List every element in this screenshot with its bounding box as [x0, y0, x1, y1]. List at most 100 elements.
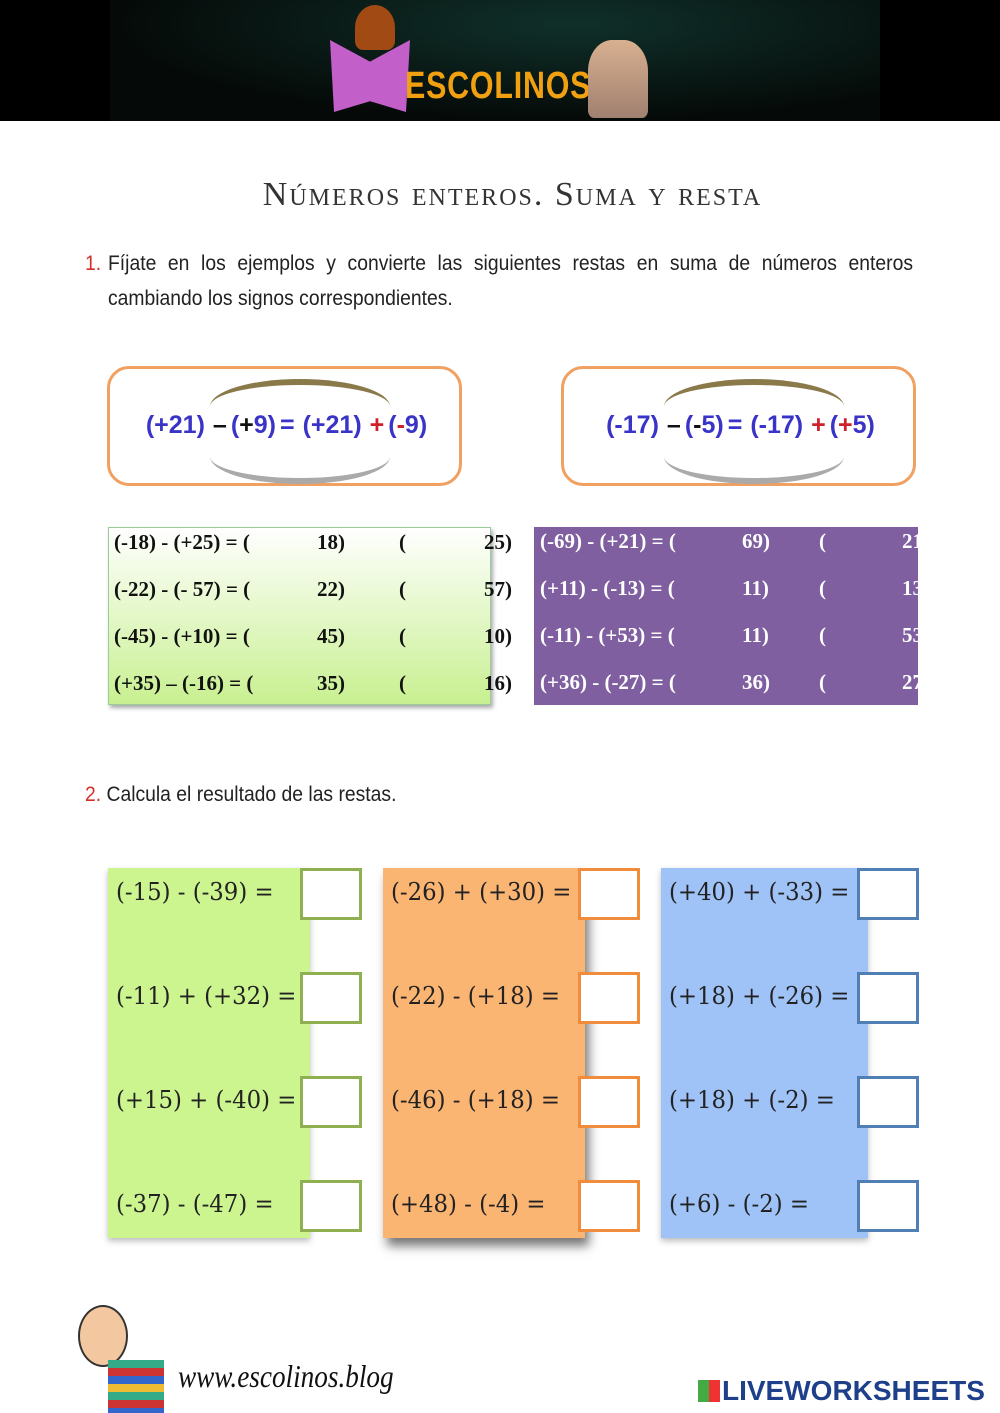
cartoon-man-with-books-image	[78, 1305, 166, 1413]
operator-input[interactable]	[766, 623, 788, 647]
operation-expression: (-26) + (+30) =	[391, 878, 572, 906]
number: 11)	[742, 623, 769, 647]
operation-expression: (+15) + (-40) =	[116, 1086, 297, 1114]
operation-expression: (+6) - (-2) =	[669, 1190, 809, 1218]
sign-input[interactable]	[704, 529, 726, 553]
operator-input[interactable]	[357, 577, 379, 601]
example-a: (-17)	[606, 411, 659, 439]
operation-expression: (-46) - (+18) =	[391, 1086, 560, 1114]
question-2: 2. Calcula el resultado de las restas.	[85, 777, 396, 812]
sign-input[interactable]	[831, 670, 853, 694]
sign-input[interactable]	[411, 624, 433, 648]
operator-input[interactable]	[766, 576, 788, 600]
example-equation: (-17)–(-5)=(-17)+(+5)	[564, 411, 913, 440]
table-row: (-69) - (+21) = (69)(21)	[534, 529, 930, 559]
operator-input[interactable]	[357, 530, 379, 554]
answer-input[interactable]	[857, 1076, 919, 1128]
brand-name: LIVEWORKSHEETS	[722, 1375, 985, 1406]
example-eq: =	[279, 411, 295, 439]
operator-input[interactable]	[766, 529, 788, 553]
sign-input[interactable]	[704, 670, 726, 694]
example-c: (+21)	[302, 411, 362, 439]
answer-input[interactable]	[578, 972, 640, 1024]
subtraction-expression: (-11) - (+53) = (	[540, 623, 675, 647]
example-d-open: (	[829, 411, 839, 439]
number: 22)	[317, 577, 345, 601]
open-paren: (	[399, 530, 406, 554]
answer-input[interactable]	[300, 1180, 362, 1232]
logo-sun-icon	[355, 5, 395, 50]
sign-input[interactable]	[831, 576, 853, 600]
answer-input[interactable]	[857, 868, 919, 920]
example-b-open: (	[684, 411, 694, 439]
curved-arrow-icon	[210, 379, 390, 434]
subtraction-expression: (+35) – (-16) = (	[114, 671, 254, 695]
table-row: (+35) – (-16) = ( 35) (16)	[109, 671, 512, 701]
liveworksheets-icon	[698, 1380, 720, 1402]
exercise-column: (-26) + (+30) =(-22) - (+18) =(-46) - (+…	[383, 868, 585, 1238]
sign-input[interactable]	[831, 529, 853, 553]
open-paren: (	[399, 577, 406, 601]
number: 11)	[742, 576, 769, 600]
sign-input[interactable]	[411, 671, 433, 695]
page-title: Números enteros. Suma y resta	[262, 176, 763, 213]
example-plus: +	[369, 411, 385, 439]
operation-expression: (+48) - (-4) =	[391, 1190, 546, 1218]
example-d-sign: -	[396, 411, 405, 439]
sign-input[interactable]	[704, 576, 726, 600]
sign-input[interactable]	[279, 671, 301, 695]
number: 10)	[484, 624, 512, 648]
curved-arrow-icon	[664, 379, 844, 434]
operation-expression: (+40) + (-33) =	[669, 878, 850, 906]
number: 27)	[902, 670, 930, 694]
header-banner: ESCOLINOS	[0, 0, 1000, 121]
table-row: (-18) - (+25) = (18)(25)	[109, 530, 512, 560]
sign-input[interactable]	[411, 577, 433, 601]
sign-input[interactable]	[279, 577, 301, 601]
subtraction-expression: (-45) - (+10) = (	[114, 624, 250, 648]
blog-url-link[interactable]: www.escolinos.blog	[178, 1358, 394, 1394]
sign-input[interactable]	[279, 530, 301, 554]
example-a: (+21)	[145, 411, 205, 439]
answer-input[interactable]	[300, 868, 362, 920]
number: 25)	[484, 530, 512, 554]
example-d-open: (	[388, 411, 397, 439]
answer-input[interactable]	[578, 1076, 640, 1128]
operation-expression: (+18) + (-26) =	[669, 982, 850, 1010]
sign-input[interactable]	[704, 623, 726, 647]
exercise-column: (-15) - (-39) =(-11) + (+32) =(+15) + (-…	[108, 868, 310, 1238]
open-paren: (	[399, 671, 406, 695]
answer-input[interactable]	[857, 972, 919, 1024]
question-text: Calcula el resultado de las restas.	[106, 783, 397, 806]
number: 16)	[484, 671, 512, 695]
subtraction-expression: (-18) - (+25) = (	[114, 530, 250, 554]
example-b-sign: -	[693, 411, 702, 439]
open-paren: (	[819, 576, 826, 600]
sign-input[interactable]	[831, 623, 853, 647]
curved-arrow-icon	[210, 429, 390, 484]
subtraction-expression: (+36) - (-27) = (	[540, 670, 676, 694]
answer-input[interactable]	[578, 868, 640, 920]
answer-input[interactable]	[857, 1180, 919, 1232]
example-plus: +	[811, 411, 826, 439]
number: 21)	[902, 529, 930, 553]
sign-input[interactable]	[279, 624, 301, 648]
answer-input[interactable]	[300, 972, 362, 1024]
subtraction-expression: (+11) - (-13) = (	[540, 576, 675, 600]
operator-input[interactable]	[357, 671, 379, 695]
kid-image	[588, 40, 648, 118]
example-b-sign: +	[239, 411, 254, 439]
answer-input[interactable]	[578, 1180, 640, 1232]
example-b-rest: 9)	[253, 411, 276, 439]
exercise-table-green: (-18) - (+25) = (18)(25)(-22) - (- 57) =…	[108, 527, 512, 705]
open-paren: (	[819, 623, 826, 647]
exercise-column: (+40) + (-33) =(+18) + (-26) =(+18) + (-…	[661, 868, 868, 1238]
number: 35)	[317, 671, 345, 695]
banner-background	[110, 0, 880, 121]
operation-expression: (-37) - (-47) =	[116, 1190, 274, 1218]
answer-input[interactable]	[300, 1076, 362, 1128]
operator-input[interactable]	[357, 624, 379, 648]
sign-input[interactable]	[411, 530, 433, 554]
operator-input[interactable]	[766, 670, 788, 694]
example-d-sign: +	[838, 411, 853, 439]
